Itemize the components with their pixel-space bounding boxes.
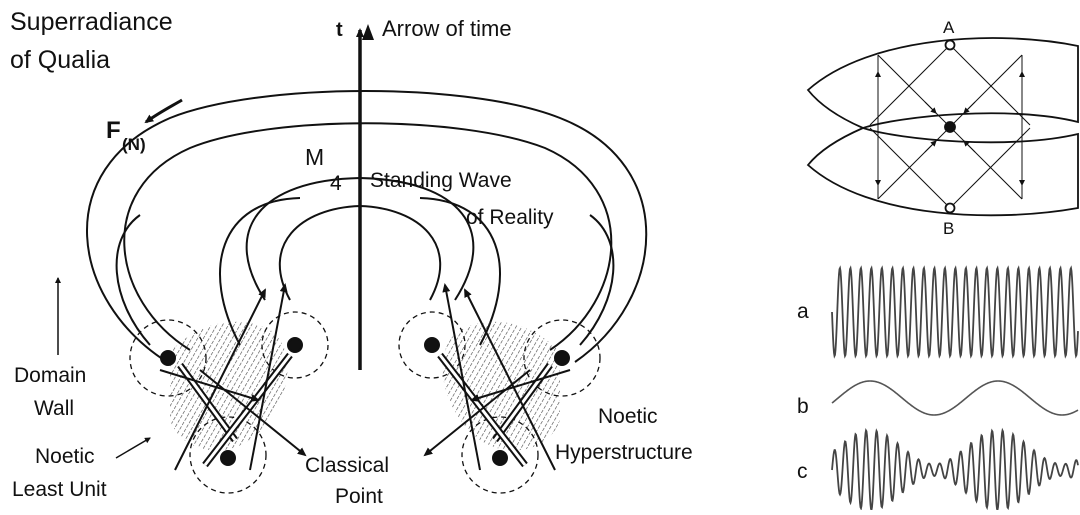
right-noetic-cluster	[398, 283, 601, 494]
force-label: F	[106, 117, 121, 144]
wave-panels: a b c	[797, 265, 1079, 513]
right-lens-diagram	[806, 37, 1079, 217]
right-inner-dashed-circle	[398, 311, 466, 379]
inward-arrow-nw	[924, 101, 937, 114]
wave-b-label: b	[797, 395, 809, 418]
time-symbol: t	[336, 19, 343, 41]
inward-arrow-ne	[963, 101, 976, 114]
left-node-inner	[287, 337, 303, 353]
force-subscript: (N)	[122, 135, 146, 154]
left-tube-segment-2-core	[203, 354, 292, 466]
outer-wall-arc-left	[115, 214, 151, 346]
hyperstructure-line2: Hyperstructure	[555, 441, 693, 464]
standing-wave-arc-left	[219, 197, 301, 346]
least-unit-arrow	[115, 437, 151, 459]
center-point	[944, 121, 956, 133]
left-lower-dashed-circle	[189, 416, 267, 494]
wave-c-trace	[831, 427, 1079, 513]
point-b-marker	[944, 202, 956, 214]
right-upper-dashed-circle	[523, 319, 601, 397]
right-arrow-2	[464, 288, 556, 471]
left-upper-dashed-circle	[129, 319, 207, 397]
standing-wave-arc-right	[419, 197, 501, 346]
left-arrow-3	[249, 283, 288, 471]
left-arrow-2	[174, 288, 266, 471]
classical-point-line1: Classical	[305, 454, 389, 477]
point-a-label: A	[943, 18, 955, 37]
time-label: Arrow of time	[382, 16, 512, 41]
right-lower-dashed-circle	[461, 416, 539, 494]
least-unit-line2: Least Unit	[12, 478, 107, 501]
force-arrow	[144, 98, 183, 124]
left-node-upper	[160, 350, 176, 366]
left-arrow-4	[159, 369, 260, 402]
outer-tube-inner-edge	[123, 122, 613, 351]
point-a-marker	[944, 39, 956, 51]
title-line1: Superradiance	[10, 8, 173, 36]
right-node-lower	[492, 450, 508, 466]
least-unit-line1: Noetic	[35, 445, 95, 468]
right-lens-labels: A B	[943, 18, 955, 238]
outer-tube-outer-edge	[86, 90, 648, 363]
right-node-inner	[424, 337, 440, 353]
wave-c-label: c	[797, 460, 808, 483]
classical-point-line2: Point	[335, 485, 383, 508]
left-tube-segment-1-core	[178, 364, 237, 441]
right-arrow-4	[470, 369, 571, 402]
time-label-arrowhead	[362, 24, 374, 40]
left-labels: Superradiance of Qualia t Arrow of time …	[10, 8, 693, 508]
wave-a-trace	[831, 265, 1079, 359]
inward-arrow-sw	[924, 140, 937, 153]
point-b-label: B	[943, 219, 954, 238]
standing-wave-line2: of Reality	[466, 206, 554, 229]
right-tube-segment-1-core	[493, 364, 552, 441]
outer-wall-arc-right	[579, 214, 615, 346]
right-node-upper	[554, 350, 570, 366]
domain-wall-line2: Wall	[34, 397, 74, 420]
standing-wave-line1: Standing Wave	[370, 169, 512, 192]
lower-lens	[806, 127, 1079, 217]
inward-arrow-se	[963, 140, 976, 153]
manifold-subscript: 4	[330, 172, 342, 195]
left-noetic-cluster	[129, 283, 329, 494]
wave-b-trace	[831, 380, 1079, 416]
wave-a-label: a	[797, 300, 809, 323]
left-inner-dashed-circle	[261, 311, 329, 379]
hyperstructure-line1: Noetic	[598, 405, 658, 428]
right-tube-segment-2-core	[438, 354, 527, 466]
left-diagram	[55, 24, 648, 494]
upper-lens	[806, 37, 1079, 129]
manifold-label: M	[305, 144, 324, 170]
right-arrow-3	[442, 283, 481, 471]
domain-wall-line1: Domain	[14, 364, 86, 387]
title-line2: of Qualia	[10, 46, 110, 74]
left-node-lower	[220, 450, 236, 466]
